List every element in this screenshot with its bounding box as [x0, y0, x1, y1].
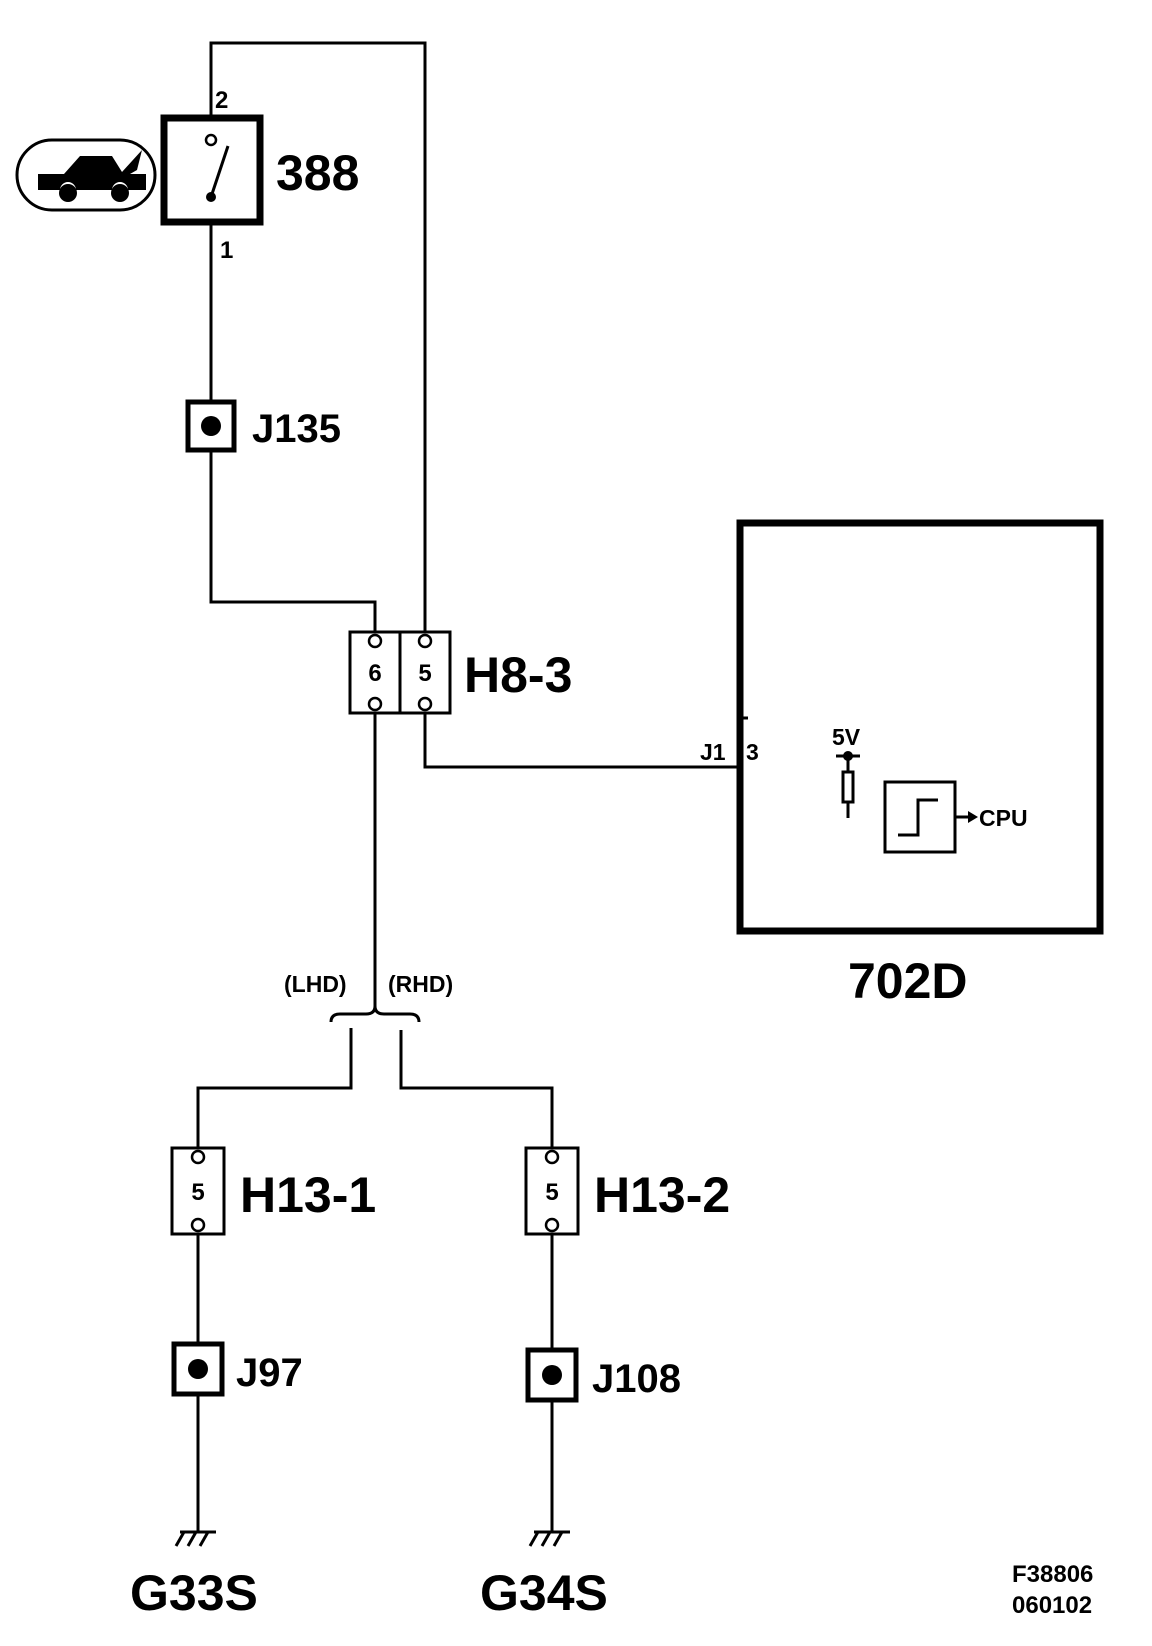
variant-lhd-label: (LHD)	[284, 971, 347, 997]
ground-g33s-label: G33S	[130, 1565, 258, 1621]
connector-h8-3: 6 5 H8-3	[348, 630, 572, 715]
splice-j97-label: J97	[236, 1351, 303, 1395]
output-arrow-icon	[968, 811, 978, 823]
connector-h13-2: 5 H13-2	[524, 1146, 730, 1236]
module-pin-label: 3	[746, 739, 759, 765]
h8-3-label: H8-3	[464, 647, 572, 703]
variant-split: (LHD) (RHD)	[284, 971, 453, 1030]
module-702d: J1 3 5V CPU 702D	[700, 519, 1104, 1009]
car-hood-open-icon	[15, 138, 157, 212]
switch-388: 2 1 388	[160, 87, 359, 264]
splice-j108-label: J108	[592, 1357, 681, 1401]
ground-icon	[528, 1530, 570, 1547]
switch-pin-top-label: 2	[215, 87, 228, 114]
splice-j108: J108	[525, 1347, 681, 1403]
module-connector-label: J1	[700, 739, 726, 765]
ground-g33s: G33S	[130, 1530, 258, 1621]
splice-j135: J135	[185, 399, 341, 453]
module-supply-label: 5V	[832, 724, 861, 750]
switch-contact-top	[204, 133, 218, 147]
module-box	[736, 519, 1104, 935]
h13-2-label: H13-2	[594, 1167, 730, 1223]
h13-1-label: H13-1	[240, 1167, 376, 1223]
h8-pin-5-label: 5	[418, 660, 431, 687]
wire-switch-pin2-to-h8-pin5	[209, 41, 427, 632]
h13-1-pin-label: 5	[191, 1179, 204, 1206]
wire-lhd-branch	[196, 1030, 353, 1154]
wires	[196, 41, 885, 1532]
module-output-label: CPU	[979, 805, 1028, 831]
variant-rhd-label: (RHD)	[388, 971, 453, 997]
wire-rhd-branch	[399, 1030, 554, 1154]
ground-g34s: G34S	[480, 1530, 608, 1621]
figure-code-line2: 060102	[1012, 1592, 1092, 1619]
figure-code-line1: F38806	[1012, 1561, 1093, 1588]
h13-2-pin-label: 5	[545, 1179, 558, 1206]
pull-up-resistor	[841, 770, 855, 804]
wire-j135-to-h8-pin6	[209, 450, 377, 632]
switch-lever	[209, 145, 230, 198]
h8-pin-6-label: 6	[368, 660, 381, 687]
switch-box	[160, 114, 264, 226]
splice-j97: J97	[171, 1341, 303, 1397]
connector-h13-1: 5 H13-1	[170, 1146, 376, 1236]
ground-g34s-label: G34S	[480, 1565, 608, 1621]
switch-id-label: 388	[276, 145, 359, 201]
splice-j135-label: J135	[252, 407, 341, 451]
ground-icon	[174, 1530, 216, 1547]
switch-pin-bottom-label: 1	[220, 237, 233, 264]
module-id-label: 702D	[848, 953, 968, 1009]
schmitt-trigger	[883, 780, 957, 854]
figure-code: F38806 060102	[1012, 1561, 1093, 1619]
